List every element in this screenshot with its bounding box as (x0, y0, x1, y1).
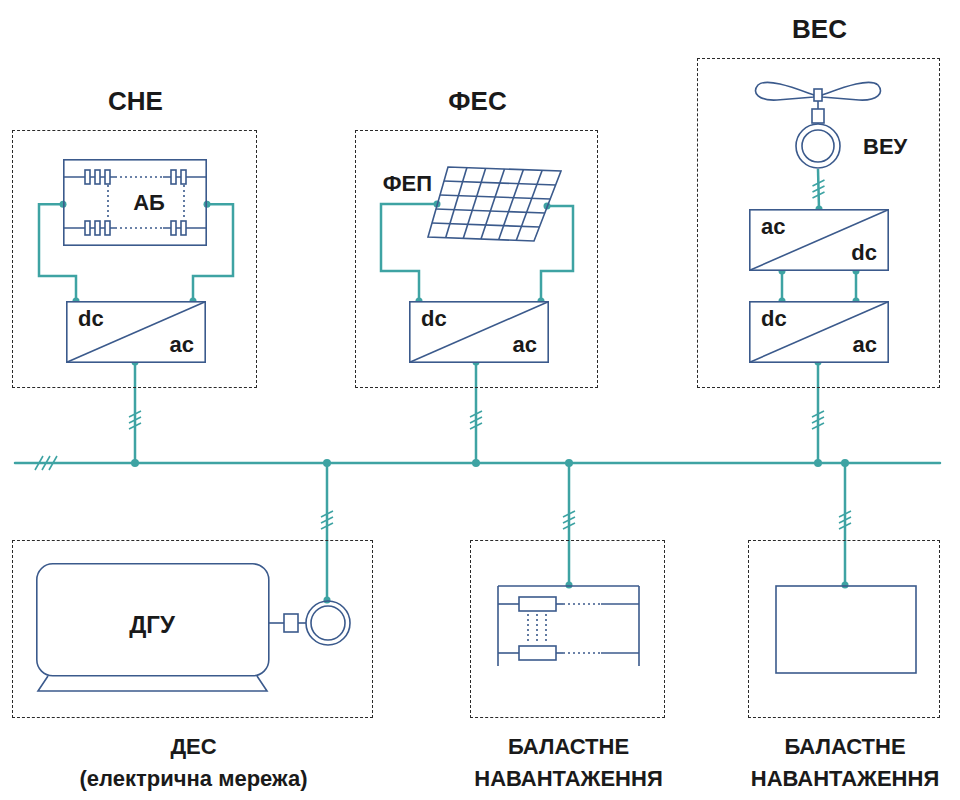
diesel-station-box: ДЕС(електрична мережа)ДГУ (12, 540, 373, 718)
ballast-load-box-drawing (749, 541, 941, 719)
converter-label: ac (168, 331, 196, 359)
wire (381, 204, 437, 301)
bus-drop (326, 463, 329, 600)
storage-station-box: СНЕАБdcac (12, 130, 257, 388)
pv-panel-drawing (428, 166, 561, 242)
wind-turbine: ВЕУ (753, 69, 883, 169)
node-label: ВЕУ (861, 133, 909, 161)
wire (39, 204, 76, 301)
wire (193, 204, 233, 301)
wire-group (190, 201, 234, 305)
node-label: ДГУ (127, 610, 177, 640)
wire-group (381, 201, 441, 305)
converter-box: dc ac (66, 301, 206, 363)
bus-drop (844, 463, 847, 585)
node-label: ДЕС (168, 731, 218, 763)
wind-station-box: ВЕСВЕУacdcdcac (697, 58, 940, 388)
converter-label: dc (759, 305, 789, 333)
converter-box: dc ac (749, 301, 889, 363)
ballast-load-box: БАЛАСТНЕ НАВАНТАЖЕННЯ (748, 540, 940, 718)
converter-label: ac (851, 331, 879, 359)
bus-drop (475, 362, 478, 463)
converter-label: dc (849, 239, 879, 267)
node-label: БАЛАСТНЕ НАВАНТАЖЕННЯ (740, 731, 950, 795)
bus-drop (568, 463, 571, 585)
wire-group (853, 268, 860, 305)
bus-drop (134, 362, 137, 463)
ballast-load-box: БАЛАСТНЕ НАВАНТАЖЕННЯ (470, 540, 665, 718)
diesel-generator: ДГУ (36, 563, 353, 693)
converter-label: ac (759, 213, 787, 241)
node-label: АБ (131, 189, 167, 217)
bus-drop (817, 362, 820, 463)
wire-group (813, 169, 825, 213)
solar-station-box: ФЕСФЕПdcac (355, 130, 598, 388)
three-phase-tick (813, 180, 825, 198)
diesel-station-box-drawing (13, 541, 374, 719)
wire (855, 271, 858, 301)
battery-bank: АБ (63, 159, 207, 246)
diesel-generator-drawing (36, 563, 353, 693)
node-label: ФЕП (381, 170, 434, 198)
node-label: СНЕ (106, 85, 165, 117)
wire (781, 271, 784, 301)
converter-label: dc (419, 305, 449, 333)
junction-dots (131, 359, 849, 604)
node-label: (електрична мережа) (78, 763, 310, 795)
node-label: ВЕС (790, 13, 849, 45)
node-label: БАЛАСТНЕ НАВАНТАЖЕННЯ (464, 731, 674, 795)
ballast-load-box-drawing (471, 541, 666, 719)
converter-label: dc (76, 305, 106, 333)
wire (541, 206, 573, 301)
wire-group (39, 201, 80, 305)
node-label: ФЕС (446, 85, 508, 117)
pv-panel: ФЕП (428, 166, 561, 242)
three-phase-ticks (35, 411, 851, 529)
converter-box: dc ac (409, 301, 549, 363)
converter-label: ac (511, 331, 539, 359)
wire-group (779, 268, 786, 305)
converter-box: ac dc (749, 209, 889, 271)
